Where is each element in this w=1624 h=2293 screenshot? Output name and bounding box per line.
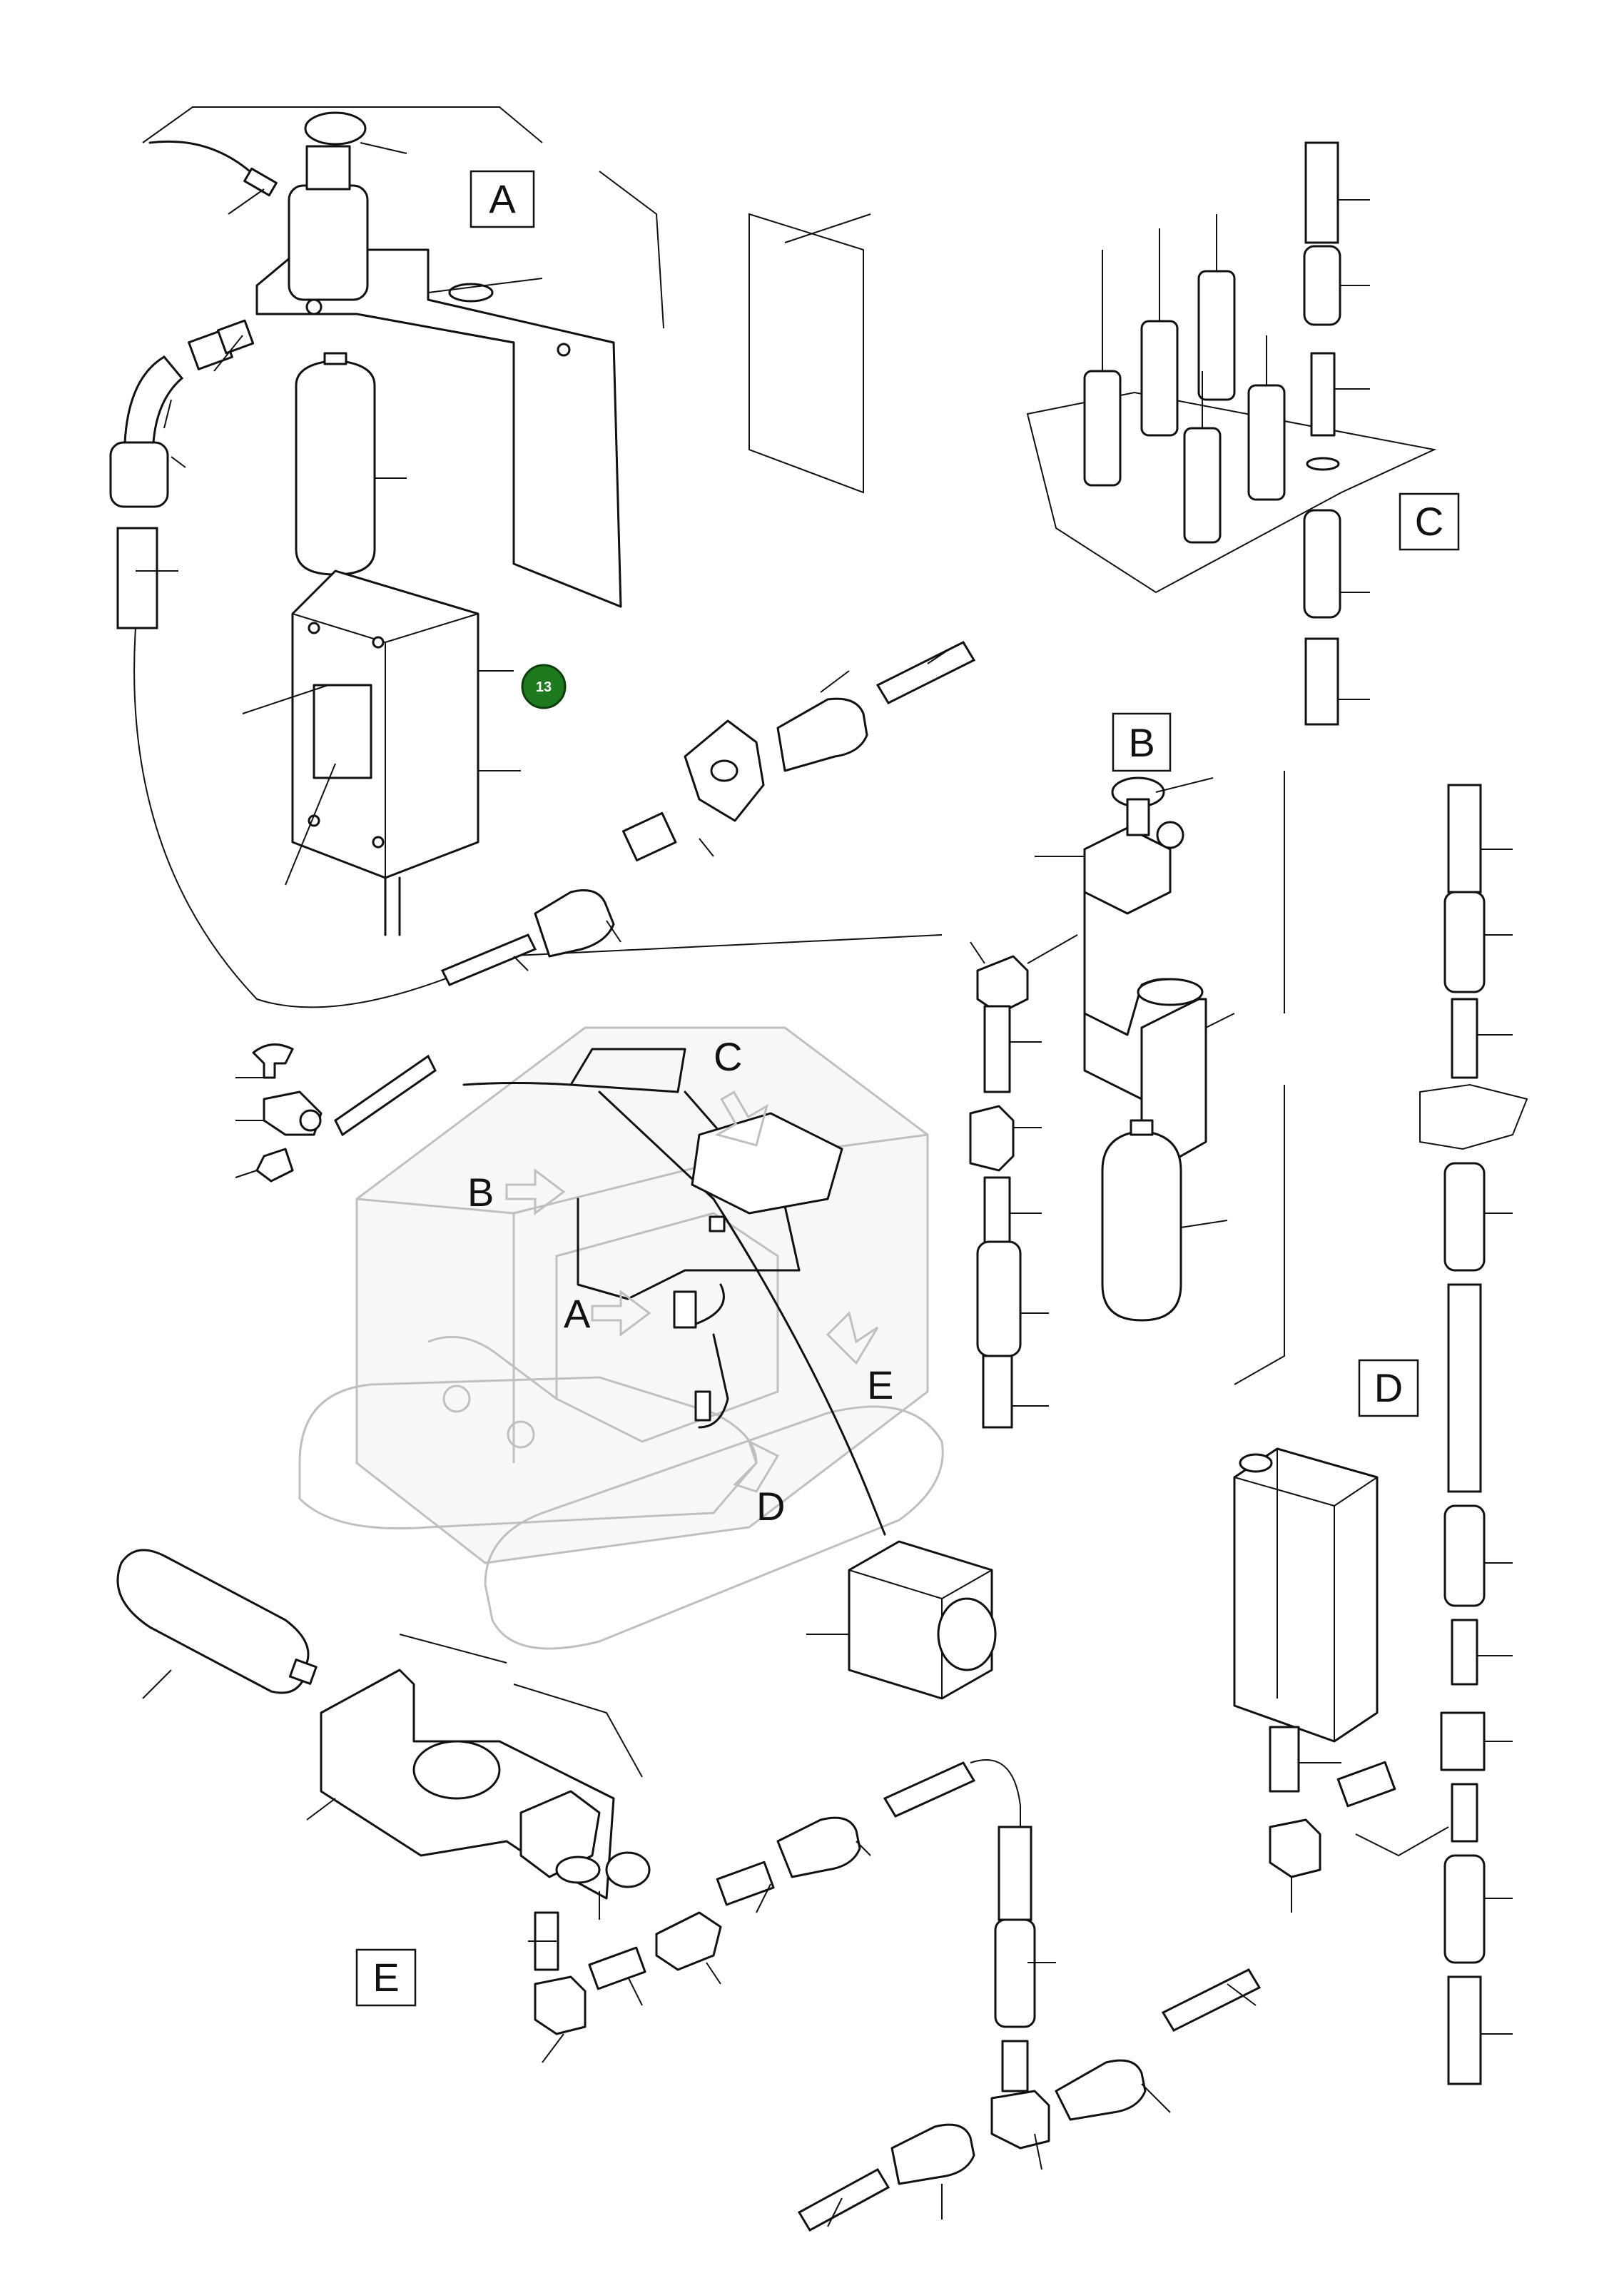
nipple-e3	[716, 1861, 775, 1906]
manifold-plate	[1026, 391, 1437, 594]
hose-section-c-lower	[1304, 637, 1339, 726]
machine-callout-b: B	[467, 1170, 494, 1215]
hose-section-d-top	[1447, 784, 1482, 894]
gas-cylinder-b	[1101, 1130, 1182, 1322]
tee-e2	[990, 2090, 1050, 2150]
machine-body	[355, 1026, 929, 1564]
elbow-b	[976, 955, 1029, 1015]
section-e-assembly	[116, 1549, 1262, 2232]
mounting-bracket	[255, 248, 622, 608]
badge-number: 13	[536, 679, 552, 695]
svg-text:B: B	[1128, 720, 1154, 765]
valve-knob	[304, 111, 367, 146]
badge-circle[interactable]	[521, 664, 567, 709]
hose-section-d-middle	[1447, 1283, 1482, 1493]
hose-section-b	[982, 1355, 1013, 1429]
gasket-d	[1419, 1083, 1528, 1150]
hose-fitting-e3	[1055, 2059, 1147, 2121]
hose-section-e1	[883, 1761, 976, 1818]
junction-box-lower	[806, 1540, 997, 1700]
valve-b	[1083, 826, 1172, 915]
tee-d	[1440, 1711, 1486, 1771]
hose-fitting-c2	[1303, 509, 1341, 619]
hose-section-e4	[797, 2167, 890, 2232]
nipple-d1	[1451, 998, 1478, 1079]
machine-callout-a: A	[564, 1291, 591, 1336]
hose-elbow	[123, 355, 184, 444]
hose-fitting-d2	[1443, 1162, 1486, 1272]
valve-body	[288, 184, 369, 301]
machine-callout-c: C	[714, 1034, 742, 1079]
hose-fitting-c1	[1303, 245, 1341, 326]
nipple-a1	[622, 811, 677, 862]
machine-callout-d: D	[756, 1484, 785, 1529]
control-box-d	[1233, 1447, 1379, 1743]
section-c-assembly	[1026, 141, 1437, 726]
control-box-panel	[313, 684, 372, 779]
section-label-c: C	[1399, 492, 1460, 551]
hose-section-e2	[998, 1826, 1032, 1921]
hose-fitting-e2	[994, 1918, 1036, 2028]
machine-overview: C B A E D	[298, 1026, 944, 1650]
section-b-assembly	[969, 771, 1285, 1429]
machine-callout-e: E	[867, 1362, 893, 1407]
hose-coupling	[109, 441, 169, 508]
nipple-c1	[1310, 352, 1336, 437]
item-number-badge[interactable]: 13	[521, 664, 567, 709]
nipple-e2	[588, 1946, 646, 1990]
gas-cylinder-e	[116, 1549, 310, 1694]
svg-text:C: C	[1415, 499, 1443, 544]
section-label-e: E	[355, 1948, 417, 2007]
hose-section-a	[116, 527, 158, 629]
track-left	[298, 1376, 758, 1530]
section-d-assembly	[1233, 784, 1528, 2085]
section-label-b: B	[1112, 712, 1172, 772]
track-right	[484, 1405, 944, 1650]
elbow-e	[534, 1975, 587, 2035]
hose-section-c-upper	[1304, 141, 1339, 244]
clamp-parts	[235, 1043, 437, 1183]
cable-to-junction	[712, 1198, 886, 1536]
tee-e	[655, 1911, 722, 1971]
hose-stub	[334, 1054, 437, 1137]
nipple-b1	[983, 1005, 1011, 1093]
info-plate	[748, 213, 864, 494]
svg-text:D: D	[1374, 1365, 1403, 1410]
hose-section-d-bottom	[1447, 1975, 1482, 2085]
hose-fitting-d3	[1443, 1504, 1486, 1607]
tee-b	[969, 1105, 1015, 1172]
gas-cylinder-a	[295, 359, 376, 576]
hose-section-a-upper	[876, 641, 976, 704]
hose-fitting-b	[976, 1240, 1022, 1357]
hose-fitting-e1	[776, 1816, 861, 1878]
hose-fitting-a2	[776, 697, 868, 772]
section-a-assembly	[109, 106, 976, 1008]
svg-text:A: A	[489, 176, 516, 221]
hose-fitting-d1	[1443, 891, 1486, 993]
hose-section-a-lower	[440, 933, 537, 986]
hose-fitting-a1	[534, 889, 615, 958]
hose-section-e3	[1161, 1968, 1262, 2032]
hose-fitting-e4	[890, 2123, 975, 2185]
nut	[255, 1148, 294, 1183]
section-a-outline	[142, 106, 543, 143]
wing-screw	[252, 1043, 294, 1079]
sensor-cable	[148, 140, 265, 187]
svg-text:E: E	[372, 1955, 399, 2000]
elbow-d	[1269, 1818, 1321, 1878]
section-label-a: A	[470, 170, 535, 228]
valve-e	[519, 1790, 601, 1878]
section-label-d: D	[1358, 1359, 1419, 1417]
